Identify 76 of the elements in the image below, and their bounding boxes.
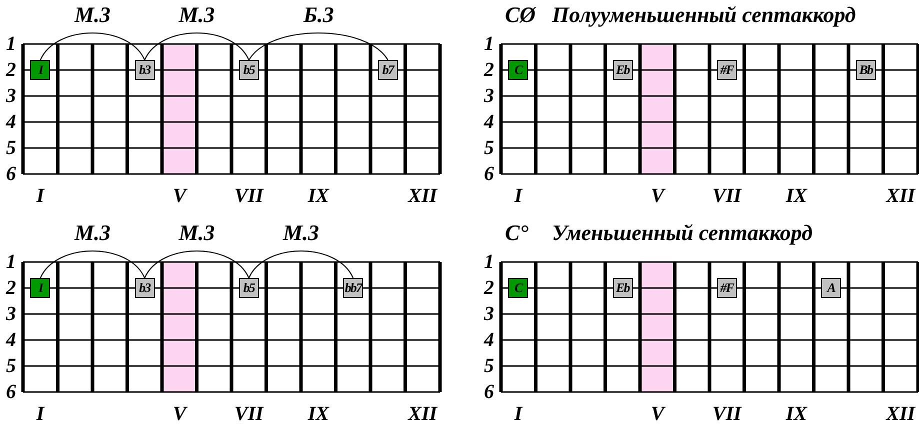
fret-numeral: IX [786, 186, 807, 206]
chord-note-marker: #F [716, 60, 737, 80]
fret-numeral: I [36, 404, 44, 424]
string-number: 5 [6, 138, 16, 158]
fret-numeral: V [650, 186, 664, 206]
fret-numeral: I [36, 186, 44, 206]
interval-label: Б.3 [303, 4, 334, 26]
interval-arc [248, 250, 354, 278]
chord-note-marker: Eb [612, 278, 633, 298]
string-number: 5 [6, 356, 16, 376]
string-number: 1 [484, 34, 494, 54]
string-number: 5 [484, 138, 494, 158]
fret-numeral: I [514, 404, 522, 424]
interval-arc [40, 32, 146, 60]
root-note-marker: I [30, 278, 50, 298]
fret-numeral: VII [234, 404, 264, 424]
string-number: 3 [484, 86, 494, 106]
fret-numeral: VII [234, 186, 264, 206]
string-number: 3 [6, 304, 16, 324]
fret-numeral: V [172, 186, 186, 206]
chord-note-marker: b5 [238, 278, 259, 298]
chord-note-marker: b5 [238, 60, 259, 80]
fret-numeral: V [172, 404, 186, 424]
root-note-marker: C [508, 60, 528, 80]
interval-arc [248, 32, 388, 60]
string-number: 4 [6, 330, 16, 350]
string-number: 6 [484, 382, 494, 402]
fret-numeral: I [514, 186, 522, 206]
chord-note-marker: b3 [134, 278, 155, 298]
string-number: 4 [6, 112, 16, 132]
fret-numeral: XII [886, 186, 916, 206]
chord-note-marker: Bb [856, 60, 876, 80]
string-number: 1 [6, 252, 16, 272]
fret-numeral: XII [408, 186, 438, 206]
interval-arc [144, 250, 250, 278]
chord-note-marker: Eb [612, 60, 633, 80]
string-number: 2 [6, 278, 16, 298]
fret-numeral: IX [786, 404, 807, 424]
string-number: 2 [484, 60, 494, 80]
string-number: 4 [484, 330, 494, 350]
interval-label: М.3 [178, 4, 215, 26]
chord-note-marker: bb7 [343, 278, 364, 298]
chord-note-marker: b7 [378, 60, 398, 80]
string-number: 2 [484, 278, 494, 298]
string-number: 2 [6, 60, 16, 80]
string-number: 3 [484, 304, 494, 324]
string-number: 3 [6, 86, 16, 106]
root-note-marker: I [30, 60, 50, 80]
fret-numeral: IX [308, 186, 329, 206]
chord-name: Уменьшенный септаккорд [552, 222, 813, 244]
fret-numeral: XII [408, 404, 438, 424]
chord-symbol: CØ [505, 4, 536, 26]
chord-note-marker: #F [716, 278, 737, 298]
chord-note-marker: A [821, 278, 842, 298]
fret-numeral: VII [712, 404, 742, 424]
string-number: 6 [484, 164, 494, 184]
fret-numeral: V [650, 404, 664, 424]
chord-name: Полууменьшенный септаккорд [552, 4, 856, 26]
fret-numeral: IX [308, 404, 329, 424]
string-number: 6 [6, 164, 16, 184]
interval-label: М.3 [283, 222, 320, 244]
string-number: 4 [484, 112, 494, 132]
string-number: 6 [6, 382, 16, 402]
chord-symbol: C° [505, 222, 528, 244]
chord-note-marker: b3 [134, 60, 155, 80]
interval-arc [40, 250, 146, 278]
interval-label: М.3 [74, 222, 111, 244]
fret-numeral: VII [712, 186, 742, 206]
string-number: 1 [6, 34, 16, 54]
fret-numeral: XII [886, 404, 916, 424]
root-note-marker: C [508, 278, 528, 298]
interval-label: М.3 [74, 4, 111, 26]
string-number: 1 [484, 252, 494, 272]
string-number: 5 [484, 356, 494, 376]
interval-label: М.3 [178, 222, 215, 244]
interval-arc [144, 32, 250, 60]
